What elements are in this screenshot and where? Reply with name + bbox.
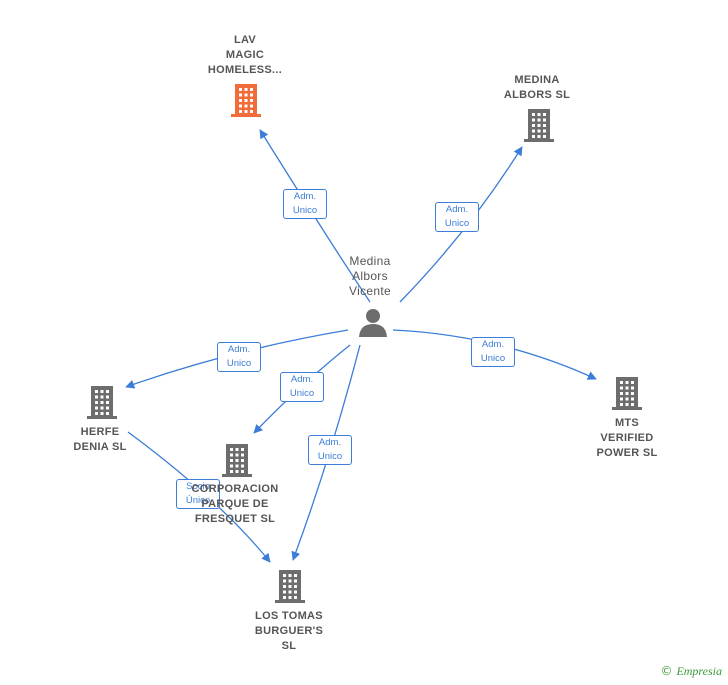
building-icon[interactable] xyxy=(231,84,261,117)
edge-label-person-mts: Adm. Unico xyxy=(471,337,515,367)
building-icon[interactable] xyxy=(275,570,305,603)
building-icon[interactable] xyxy=(222,444,252,477)
edge-label-person-medina: Adm. Unico xyxy=(435,202,479,232)
brand-name: Empresia xyxy=(676,664,722,678)
edge-label-person-corporacion: Adm. Unico xyxy=(280,372,324,402)
company-label-corporacion: CORPORACION PARQUE DE FRESQUET SL xyxy=(191,482,279,525)
company-label-mts: MTS VERIFIED POWER SL xyxy=(596,416,658,459)
copyright-symbol: © xyxy=(660,664,673,678)
edge-label-herfe-lostomas: Socio Único xyxy=(176,479,220,509)
building-icon[interactable] xyxy=(612,377,642,410)
footer-brand: ©Empresia xyxy=(660,664,722,679)
person-name: Medina Albors Vicente xyxy=(349,254,391,298)
company-label-herfe: HERFE DENIA SL xyxy=(73,426,127,453)
building-icon[interactable] xyxy=(87,386,117,419)
person-icon[interactable] xyxy=(359,309,387,337)
edge-person-lav xyxy=(259,129,371,303)
company-label-lav: LAV MAGIC HOMELESS... xyxy=(207,33,283,76)
edge-label-person-lostomas: Adm. Unico xyxy=(308,435,352,465)
edge-label-person-lav: Adm. Unico xyxy=(283,189,327,219)
company-label-medina: MEDINA ALBORS SL xyxy=(503,74,571,101)
company-label-lostomas: LOS TOMAS BURGUER'S SL xyxy=(254,609,324,652)
edge-label-person-herfe: Adm. Unico xyxy=(217,342,261,372)
building-icon[interactable] xyxy=(524,109,554,142)
